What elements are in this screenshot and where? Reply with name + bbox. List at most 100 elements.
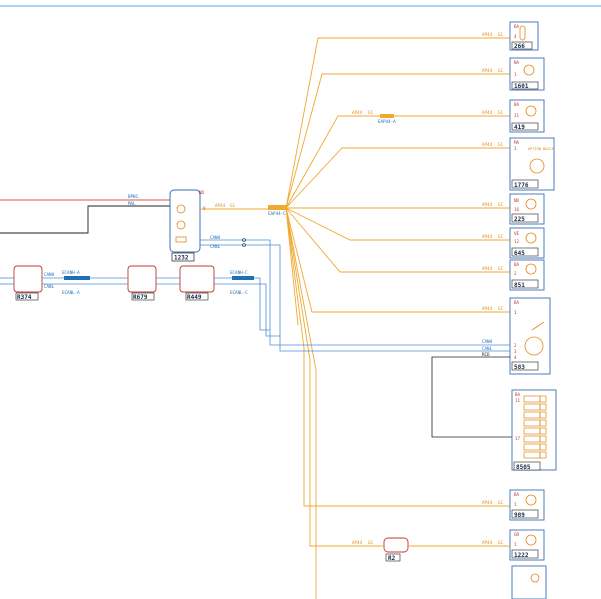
g1-label-1601: G1: [498, 68, 504, 73]
ap44-label-225: AP44: [482, 202, 493, 207]
pin-583-b: 3: [514, 349, 517, 354]
ap44-label-645: AP44: [482, 234, 493, 239]
ap44-label-266: AP44: [482, 32, 493, 37]
pin-1232: 8: [203, 206, 206, 211]
ap44-label-419a: AP44: [352, 110, 363, 115]
box-r449-id: R449: [187, 294, 202, 301]
power-bus: [285, 37, 510, 599]
ap44-label-1776: AP44: [482, 142, 493, 147]
ap44-label-419: AP44: [482, 110, 493, 115]
ap44-label-989: AP44: [482, 500, 493, 505]
ap44-label-1222: AP44: [482, 540, 493, 545]
ap44-label-r2: AP44: [352, 540, 363, 545]
bpn1-label: BPN1: [128, 194, 139, 199]
box-1776-id: 1776: [514, 182, 529, 189]
pin-225: 16: [514, 207, 520, 212]
canh-label-left: CANH: [44, 272, 55, 277]
dark-wire: [0, 205, 170, 234]
eap44c-label: EAP44-C: [268, 211, 286, 216]
connector-r374: R374: [13, 265, 43, 301]
ecanh-a-label: ECANH-A: [62, 270, 80, 275]
box-419-id: 419: [514, 124, 525, 131]
conn-266: BA: [514, 24, 520, 29]
module-266: 266 BA 4: [509, 21, 539, 51]
pin-583-a: 2: [514, 343, 517, 348]
conn-1601: NA: [514, 60, 520, 65]
g1-label-419: G1: [498, 110, 504, 115]
pin-851: 2: [514, 271, 517, 276]
connector-r679: R679: [127, 265, 157, 301]
pin-8505: 11: [515, 398, 521, 403]
box-583-id: 583: [514, 364, 525, 371]
pin-583: 1: [514, 310, 517, 315]
canl-label-left: CANL: [44, 284, 55, 289]
pin-419: 31: [514, 113, 520, 118]
conn-1222: GR: [514, 532, 520, 537]
module-1601: 1601 NA 1: [509, 57, 545, 91]
module-583: 583 BA 1 2 3 4: [509, 297, 551, 375]
box-645-id: 645: [514, 250, 525, 257]
g1-label-989: G1: [498, 500, 504, 505]
splice-eap44a: [380, 114, 394, 118]
module-989: 989 BA 1: [509, 489, 545, 521]
pin-989: 1: [514, 502, 517, 507]
canh-label-583: CANH: [482, 339, 493, 344]
ecanl-a-label: ECANL-A: [62, 290, 80, 295]
module-1776: OPTION BOSCH 1776 MA 3: [509, 137, 555, 191]
pin-1601: 1: [514, 72, 517, 77]
box-r679-id: R679: [133, 294, 148, 301]
module-645: 645 VE 12: [509, 227, 545, 259]
g1-label-1776: G1: [498, 142, 504, 147]
box-225-id: 225: [514, 216, 525, 223]
box-r374-id: R374: [17, 294, 32, 301]
conn-851: BA: [514, 262, 520, 267]
canl-label-1232: CANL: [210, 244, 221, 249]
g1-label-583: G1: [498, 306, 504, 311]
ap44-label-851: AP44: [482, 266, 493, 271]
pin-645: 12: [514, 239, 520, 244]
module-419: 419 BA 31: [509, 99, 545, 133]
ap44-label-583: AP44: [482, 306, 493, 311]
conn-1232: ND: [199, 190, 205, 195]
module-8505: 8505 BA 11 17: [511, 389, 557, 471]
module-225: 225 ND 16: [509, 193, 545, 225]
g1-label-645: G1: [498, 234, 504, 239]
module-partial: [511, 565, 547, 599]
box-8505-id: 8505: [516, 464, 531, 471]
conn-1776: MA: [514, 140, 520, 145]
mal-label: MAL: [128, 201, 136, 206]
canl-label-583: CANL: [482, 346, 493, 351]
box-r2-id: R2: [388, 555, 396, 562]
box-851-id: 851: [514, 282, 525, 289]
pin-1776: 3: [514, 146, 517, 151]
module-1232: 1232 ND 8: [169, 189, 206, 262]
g1-label-1222: G1: [498, 540, 504, 545]
eap44a-label: EAP44-A: [378, 119, 396, 124]
ap44-label-1601: AP44: [482, 68, 493, 73]
ecanl-c-label: ECANL-C: [230, 290, 248, 295]
module-1222: 1222 GR 1: [509, 529, 545, 561]
pin-266: 4: [514, 34, 517, 39]
g1-label-r2: G1: [368, 540, 374, 545]
conn-419: BA: [514, 102, 520, 107]
g1-label-266: G1: [498, 32, 504, 37]
pin-1222: 1: [514, 542, 517, 547]
rcd-label-583: RCD: [482, 352, 490, 357]
conn-645: VE: [514, 231, 520, 236]
splice-eap44c: [268, 205, 286, 210]
g1-label-851: G1: [498, 266, 504, 271]
box-266-id: 266: [514, 43, 525, 50]
module-851: 851 BA 2: [509, 259, 545, 291]
pin-583-c: 4: [514, 355, 517, 360]
connector-r449: R449: [179, 265, 215, 301]
splice-ecanh-a: [64, 276, 90, 280]
box-1232-id: 1232: [174, 255, 189, 262]
g1-label-1232: G1: [230, 203, 236, 208]
conn-583: BA: [514, 300, 520, 305]
conn-225: ND: [514, 198, 520, 203]
conn-989: BA: [514, 492, 520, 497]
pin-8505-b: 17: [515, 436, 521, 441]
connector-r2: R2: [383, 537, 409, 562]
box-1601-id: 1601: [514, 83, 529, 90]
